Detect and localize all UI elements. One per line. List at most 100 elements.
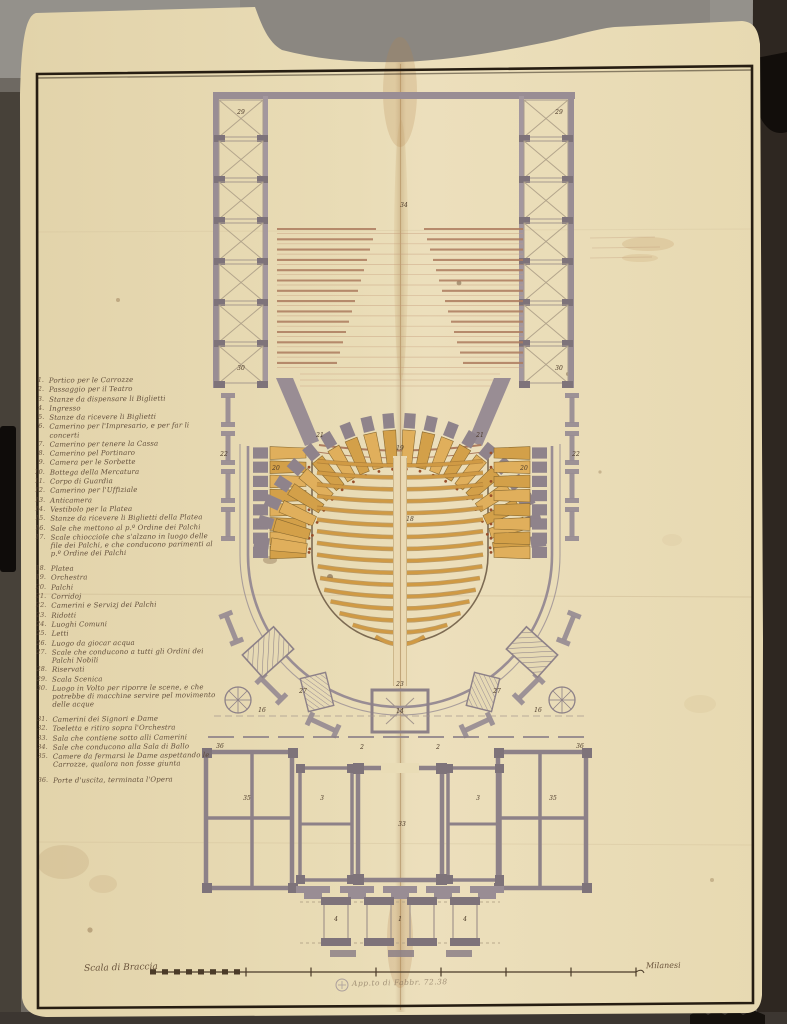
legend-item-text: Sale che mettono al p.º Ordine dei Palch…: [50, 522, 201, 533]
plan-number: 36: [576, 743, 584, 750]
wing-room: [218, 181, 264, 220]
legend-item: 4.Ingresso: [31, 403, 213, 413]
legend-item-text: Porte d'uscita, terminata l'Opera: [53, 775, 173, 785]
box-pier: [532, 447, 547, 459]
plan-number: 21: [315, 432, 324, 439]
legend-item-number: 19.: [35, 573, 47, 582]
plan-number: 19: [396, 445, 404, 452]
box-pier: [532, 504, 547, 516]
legend-item: 18.Platea: [33, 563, 215, 573]
pilaster-cap: [321, 897, 351, 905]
scale-label-right: Milanesi: [645, 960, 681, 971]
legend-item-text: Anticamera: [50, 496, 93, 505]
box-seat: [489, 531, 547, 545]
camerino-walls: [221, 469, 235, 503]
legend-item-number: 25.: [36, 629, 47, 638]
box-seat: [253, 536, 312, 554]
legend-item-text: Camere da fermarsi le Dame aspettando le…: [52, 751, 210, 770]
camerino-walls: [565, 393, 579, 427]
plan-number: 33: [398, 821, 406, 828]
pilaster-cap: [450, 938, 480, 946]
portico-bays: [321, 897, 480, 946]
legend-item-number: 7.: [38, 439, 45, 448]
legend-item: 7. Camerino per tenere la Cassa: [32, 439, 214, 449]
legend-item-text: Camerini e Servizj dei Palchi: [51, 601, 157, 611]
legend-item-text: Scala Scenica: [51, 674, 103, 684]
legend-item-number: 35.: [37, 752, 48, 761]
plan-number: 2: [359, 744, 364, 751]
plan-number: 35: [549, 795, 557, 802]
wing-room: [523, 263, 569, 302]
wing-room: [218, 263, 264, 302]
box-pier: [532, 490, 547, 502]
wing-room: [218, 140, 264, 179]
legend-item: 34. Sale che conducono alla Sala di Ballo: [35, 742, 217, 752]
legend-item-number: 8.: [38, 449, 45, 458]
wing-room: [218, 345, 264, 384]
legend-item-text: Portico per le Carrozze: [48, 375, 134, 385]
camerino-walls: [458, 711, 496, 739]
box-pier: [442, 421, 459, 440]
plan-number: 29: [554, 109, 563, 116]
box-pier: [256, 514, 275, 530]
plan-number: 29: [236, 109, 245, 116]
legend-item-text: Ridotti: [51, 611, 77, 620]
plan-number: 3: [320, 795, 324, 802]
legend-item-text: Stanze da ricevere li Biglietti della Pl…: [50, 513, 203, 524]
corner-suite-left: [203, 749, 295, 891]
box-seat: [489, 488, 547, 503]
legend-item: 15.Stanze da ricevere li Biglietti della…: [32, 513, 214, 523]
legend-item-number: 36.: [37, 775, 49, 784]
legend-item-number: 30.: [36, 683, 48, 692]
wing-room: [523, 181, 569, 220]
box-pier: [532, 461, 547, 473]
box-pier: [403, 412, 416, 429]
stage-floor-scenery-grooves: [277, 227, 523, 387]
portico-piers: [296, 886, 504, 899]
legend-item-number: 31.: [37, 714, 48, 724]
legend-item-number: 34.: [37, 742, 48, 751]
box-pier: [339, 421, 356, 440]
legend-item-text: Stanze da dispensare li Biglietti: [49, 394, 166, 404]
plan-number: 4: [333, 916, 338, 923]
entrance-steps: [330, 950, 472, 957]
plan-number: 30: [555, 365, 563, 372]
box-seat: [263, 494, 319, 527]
camerino-walls: [565, 431, 579, 465]
plan-number: 18: [406, 516, 414, 523]
legend-item: 32.Toeletta e ritiro sopra l'Orchestra: [35, 724, 217, 734]
box-pier: [253, 490, 268, 502]
box-pier: [263, 494, 283, 511]
plan-number: 34: [400, 202, 408, 209]
legend-item: 27.Scale che conducono a tutti gli Ordin…: [34, 647, 216, 665]
legend-item-text: Camerino per tenere la Cassa: [49, 439, 159, 449]
legend-item: 5.Stanze da ricevere li Biglietti: [31, 412, 213, 422]
box-seat: [256, 514, 314, 540]
legend-item-text: Camerini dei Signori e Dame: [52, 714, 159, 724]
box-pier: [253, 504, 268, 516]
legend-item-text: Sale che conducono alla Sala di Ballo: [52, 742, 190, 752]
legend-item-number: 18.: [35, 564, 46, 573]
legend-item-text: Camera per le Sorbette: [49, 458, 136, 468]
plan-number: 3: [476, 795, 480, 802]
corner-suite-right: [495, 749, 589, 891]
spiral-stair: [224, 686, 252, 714]
box-seat: [489, 446, 547, 460]
camerino-walls: [565, 469, 579, 503]
legend-item: 13.Anticamera: [32, 495, 214, 505]
legend-item-text: Toeletta e ritiro sopra l'Orchestra: [52, 723, 176, 734]
legend-item: 17.Scale chiocciole che s'alzano in luog…: [33, 532, 215, 558]
camerino-walls: [304, 711, 342, 739]
box-pier: [253, 461, 268, 473]
legend-item-number: 12.: [34, 486, 46, 495]
box-pier: [253, 546, 268, 558]
legend-item: 31. Camerini dei Signori e Dame: [34, 714, 216, 724]
staircase: [465, 671, 501, 713]
legend-item-number: 21.: [35, 591, 47, 601]
legend-item-text: Passaggio per il Teatro: [48, 385, 133, 395]
camerino-walls: [221, 393, 235, 427]
legend-item-number: 27.: [36, 647, 47, 656]
legend-item-number: 6.: [38, 422, 45, 431]
legend-item-number: 17.: [35, 532, 46, 541]
